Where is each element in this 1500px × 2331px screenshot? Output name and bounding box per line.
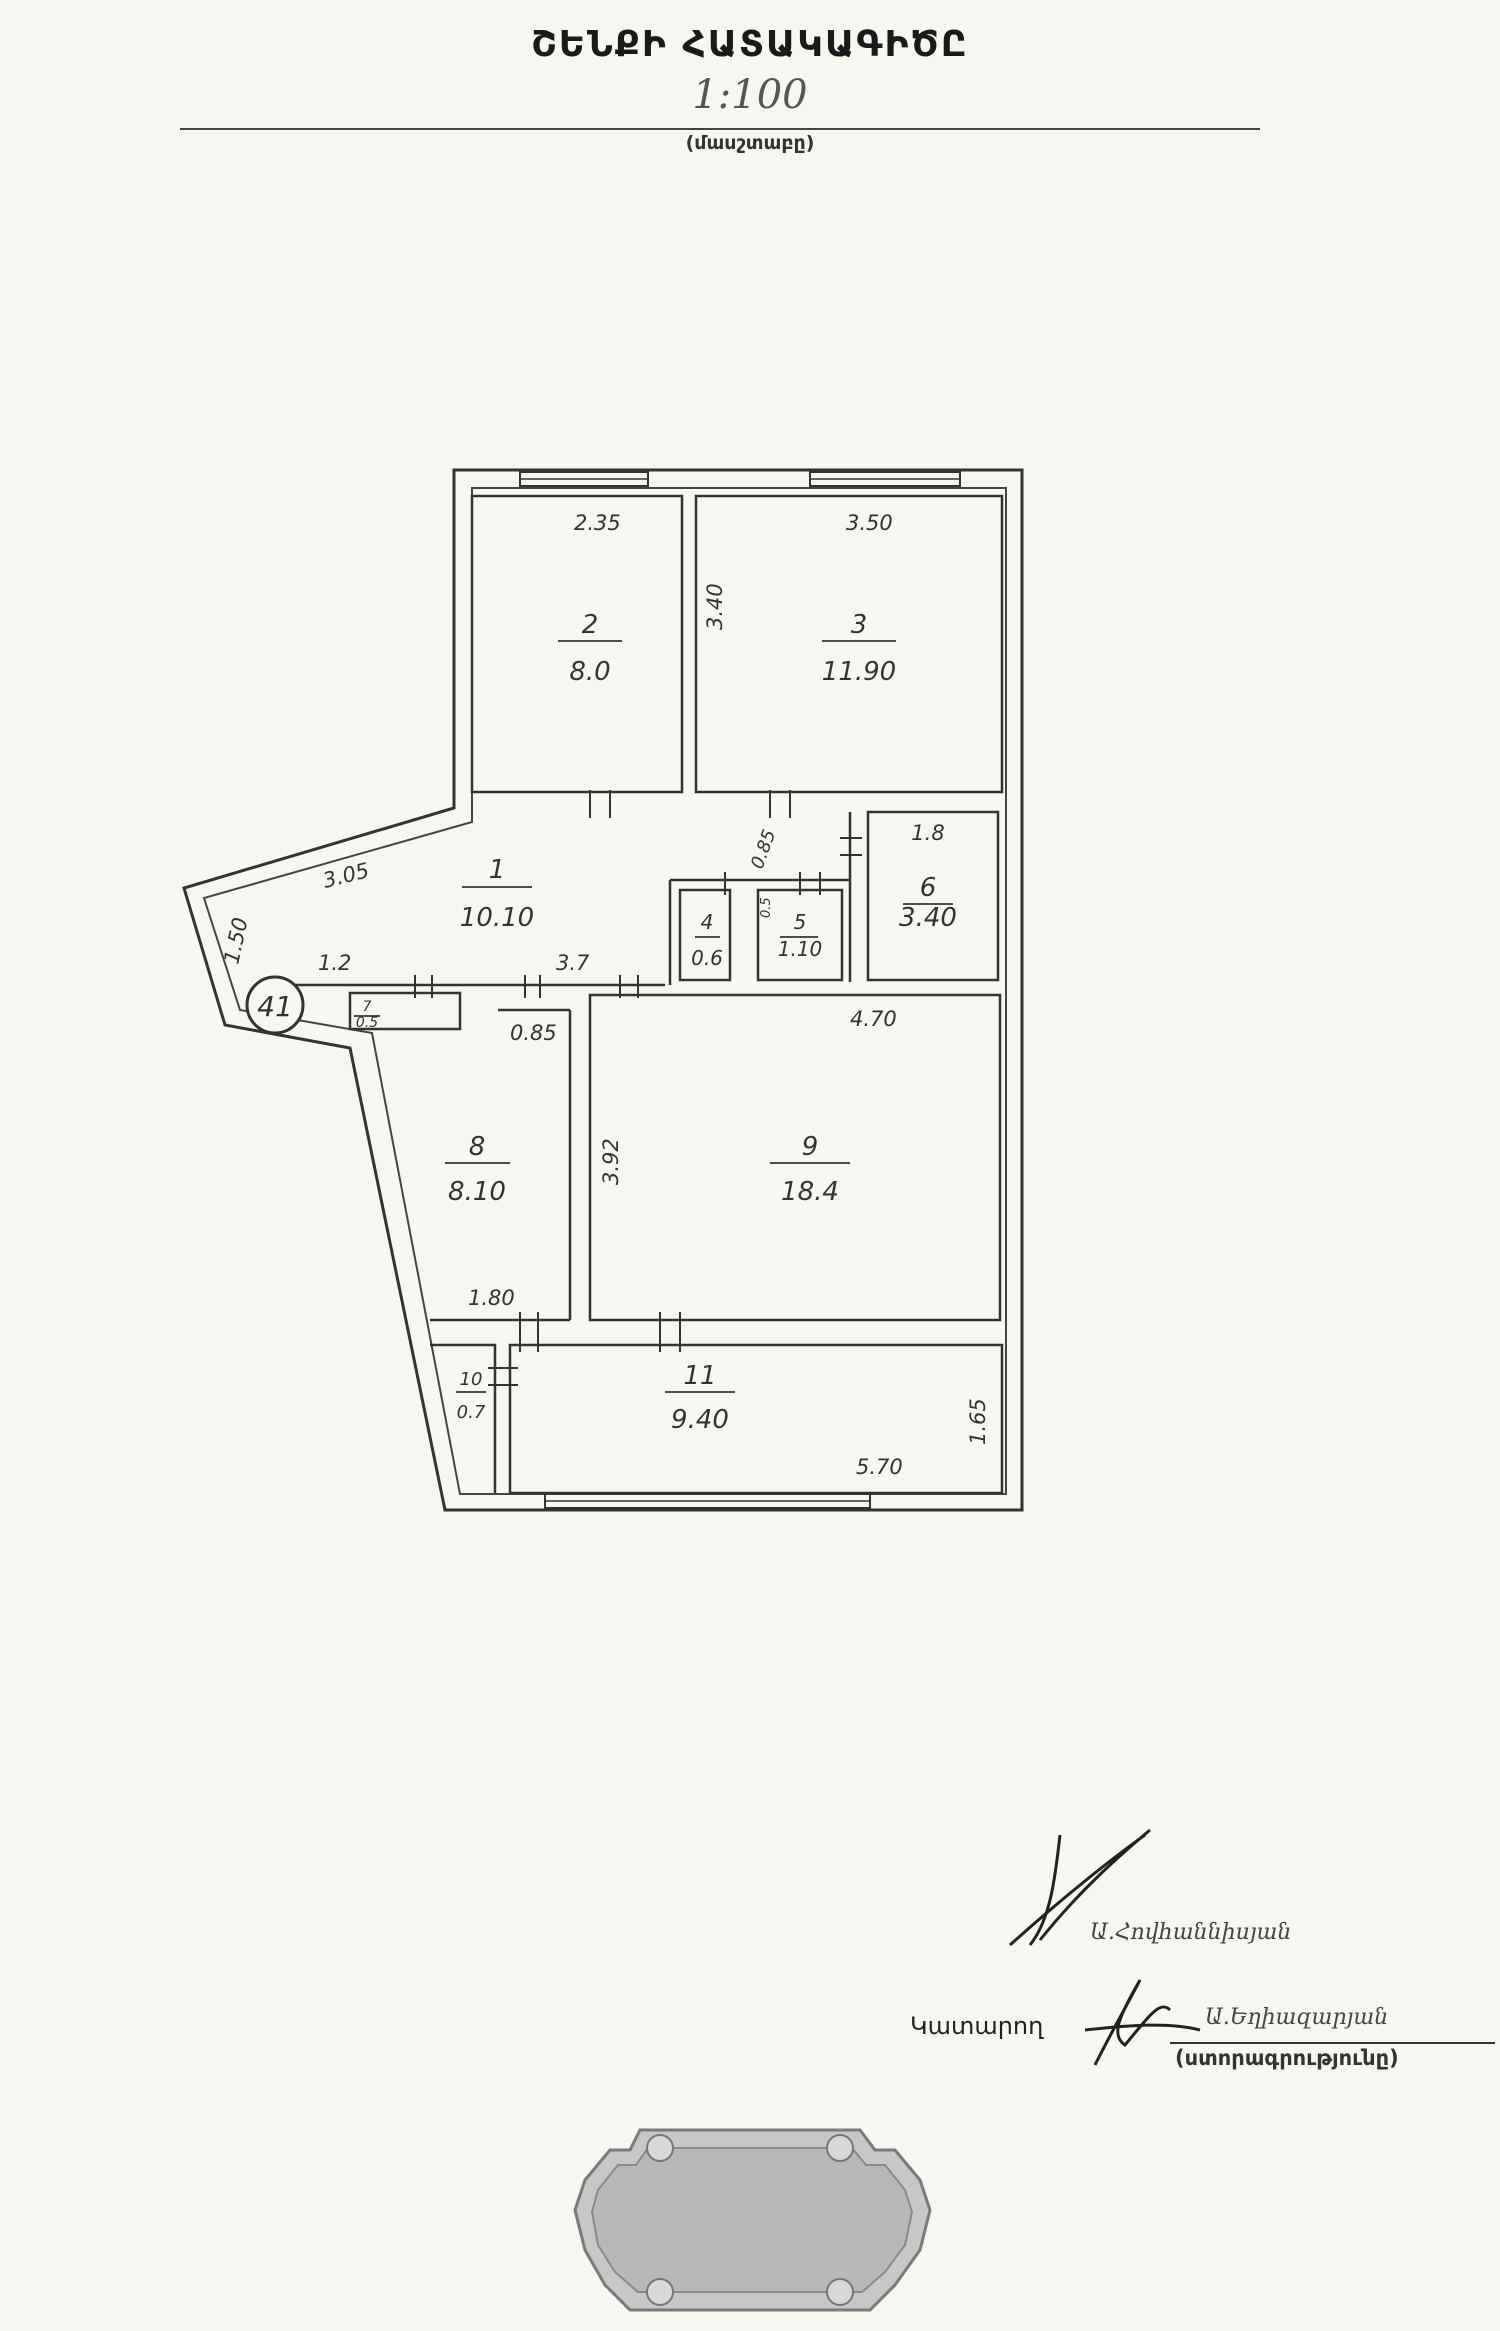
room-7-number: 7 [363, 999, 372, 1015]
dim-room-11-width: 5.70 [856, 1455, 903, 1479]
outer-walls [182, 468, 1024, 1512]
dim-room-3-height: 3.40 [703, 583, 727, 630]
room-3-number: 3 [851, 610, 868, 640]
dim-entry-width: 1.2 [318, 951, 351, 975]
dim-room-3-width: 3.50 [846, 511, 893, 535]
document-title: ՇԵՆՔԻ ՀԱՏԱԿԱԳԻԾԸ [531, 24, 969, 65]
entrance-number: 41 [257, 990, 293, 1023]
dim-room-8-width: 1.80 [468, 1286, 515, 1310]
dim-room-11-height: 1.65 [966, 1398, 990, 1445]
room-6-area: 3.40 [899, 903, 957, 933]
room-7-area: 0.5 [356, 1015, 378, 1031]
dim-room-5-height: 0.5 [759, 897, 774, 918]
signature-line [1170, 2042, 1495, 2044]
dim-corridor-length: 3.7 [556, 951, 590, 975]
signature-2 [1084, 1979, 1201, 2066]
room-5-area: 1.10 [778, 937, 823, 961]
room-6-number: 6 [920, 873, 937, 903]
room-8-number: 8 [469, 1132, 486, 1162]
dim-room-9-width: 4.70 [850, 1007, 897, 1031]
scale-value: 1:100 [692, 72, 808, 118]
interior-walls [295, 494, 1004, 1495]
room-2-number: 2 [582, 610, 599, 640]
header-rule [180, 128, 1260, 130]
window-room-2 [519, 471, 649, 487]
window-room-3 [809, 471, 961, 487]
entrance-marker: 41 [245, 975, 305, 1035]
dim-room-6-width: 1.8 [911, 821, 944, 845]
signer-1-name: Ա.Հովհաննիսյան [1090, 1920, 1292, 1945]
dim-room-2-width: 2.35 [574, 511, 621, 535]
room-11-number: 11 [683, 1361, 716, 1391]
room-4-number: 4 [701, 910, 714, 934]
room-1-area: 10.10 [460, 903, 534, 933]
room-10-number: 10 [460, 1369, 483, 1390]
scale-caption: (մասշտաբը) [685, 132, 815, 154]
room-10-area: 0.7 [457, 1402, 486, 1423]
room-1-number: 1 [489, 855, 506, 885]
dim-room-9-height: 3.92 [599, 1138, 623, 1185]
room-11-area: 9.40 [671, 1405, 729, 1435]
door-marks [414, 790, 862, 1386]
room-2-area: 8.0 [569, 657, 610, 687]
stamp-frame [573, 2128, 932, 2312]
signer-2-name: Ա.Եղիազարյան [1205, 2005, 1389, 2030]
room-3-area: 11.90 [822, 657, 896, 687]
room-labels [354, 640, 953, 1393]
room-text: 2 8.0 3 11.90 1 10.10 4 0.6 5 1.10 6 3.4… [356, 610, 957, 1435]
signature-1 [1008, 1828, 1151, 1947]
room-5-number: 5 [794, 910, 807, 934]
window-room-11 [544, 1493, 871, 1509]
room-4-area: 0.6 [691, 946, 723, 970]
executor-caption: (ստորագրությունը) [1175, 2046, 1399, 2070]
executor-label: Կատարող [910, 2012, 1044, 2040]
room-9-number: 9 [802, 1132, 819, 1162]
dim-corridor-width: 0.85 [747, 827, 780, 872]
room-8-area: 8.10 [448, 1177, 506, 1207]
room-9-area: 18.4 [781, 1177, 839, 1207]
dim-entry-side: 1.50 [219, 915, 252, 966]
dim-passage-width: 0.85 [510, 1021, 557, 1045]
